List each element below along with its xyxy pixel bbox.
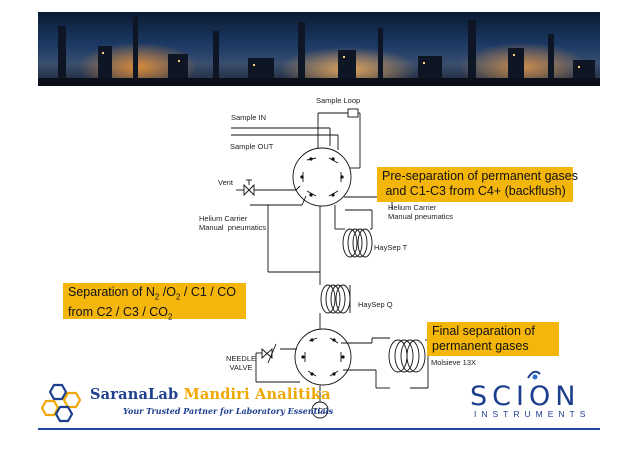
- label-haysep-t: HaySep T: [374, 243, 408, 252]
- label-molsieve: Molsieve 13X: [431, 358, 477, 367]
- label-sample-out: Sample OUT: [230, 142, 274, 151]
- sample-loop: [317, 108, 361, 169]
- scion-swoosh-icon: [527, 370, 541, 380]
- haysep-t-column: [334, 205, 373, 258]
- callout-final-separation: Final separation of permanent gases: [427, 322, 559, 356]
- tcd-detector: [311, 401, 329, 419]
- label-sample-loop: Sample Loop: [316, 96, 361, 105]
- separation-line2: from C2 / C3 / CO: [68, 304, 169, 319]
- refinery-banner-image: [38, 12, 600, 86]
- saranalab-name-b: Mandiri Analitika: [183, 386, 331, 403]
- callout-separation: Separation of N2 /O2 / C1 / CO from C2 /…: [63, 283, 246, 321]
- label-vent: Vent: [218, 178, 234, 187]
- upper-switching-valve: [292, 147, 352, 207]
- label-haysep-q: HaySep Q: [358, 300, 393, 309]
- footer-divider: [38, 428, 600, 430]
- saranalab-name-a: SaranaLab: [90, 386, 184, 403]
- callout-pre-separation: Pre-separation of permanent gases and C1…: [377, 167, 578, 202]
- saranalab-name: SaranaLab Mandiri Analitika: [90, 386, 331, 403]
- separation-sub1: 2: [154, 292, 160, 302]
- label-helium-carrier-right: Helium Carrier Manual pneumatics: [388, 203, 454, 221]
- label-tcd: TCD: [313, 406, 329, 415]
- lower-switching-valve: [294, 328, 352, 386]
- separation-sub2: 2: [175, 292, 181, 302]
- label-sample-in: Sample IN: [231, 113, 267, 122]
- saranalab-hexagon-logo: [40, 383, 82, 423]
- scion-logo-word: SCION: [470, 381, 581, 412]
- scion-logo-subtitle: INSTRUMENTS: [474, 409, 591, 419]
- molsieve-13x-column: [341, 337, 429, 389]
- saranalab-tagline: Your Trusted Partner for Laboratory Esse…: [123, 406, 334, 416]
- separation-line1-mid2: / C1 / CO: [180, 285, 237, 299]
- separation-line1-prefix: Separation of N: [68, 285, 155, 299]
- separation-sub3: 2: [168, 312, 173, 321]
- label-helium-carrier-left: Helium Carrier Manual pneumatics: [199, 214, 267, 232]
- haysep-q-column: [319, 272, 351, 336]
- label-needle-valve: NEEDLE VALVE: [226, 354, 257, 372]
- separation-line1-mid1: /O: [159, 285, 176, 299]
